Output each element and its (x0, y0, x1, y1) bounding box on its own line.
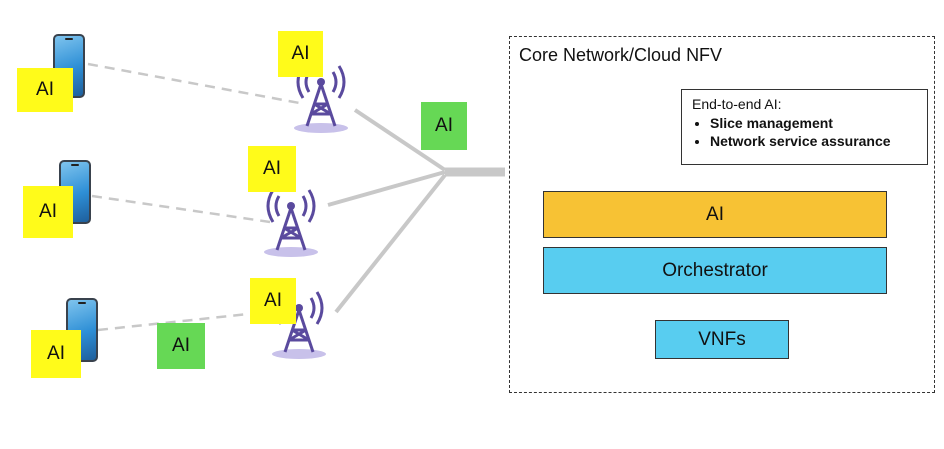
end-to-end-heading: End-to-end AI: (692, 96, 782, 112)
ai-note-tower-2: AI (248, 146, 296, 192)
ai-note-phone-3: AI (31, 330, 81, 378)
orchestrator-layer: Orchestrator (543, 247, 887, 294)
cell-tower-icon (294, 65, 348, 133)
end-to-end-item: Network service assurance (710, 133, 917, 149)
end-to-end-item: Slice management (710, 115, 917, 131)
tower3-backhaul (334, 173, 447, 314)
core-network-box (509, 36, 935, 393)
vnfs-layer: VNFs (655, 320, 789, 359)
ai-note-tower-1: AI (278, 31, 323, 77)
ai-note-link: AI (157, 323, 205, 369)
ai-note-tower-3: AI (250, 278, 296, 324)
ai-note-edge: AI (421, 102, 467, 150)
phone1-tower1-link (87, 62, 306, 106)
end-to-end-ai-box: End-to-end AI: Slice management Network … (681, 89, 928, 165)
ai-note-phone-2: AI (23, 186, 73, 238)
core-network-title: Core Network/Cloud NFV (519, 45, 723, 65)
ai-layer: AI (543, 191, 887, 238)
tower1-backhaul (353, 108, 447, 172)
ai-note-phone-1: AI (17, 68, 73, 112)
tower2-backhaul (327, 170, 446, 207)
cell-tower-icon (264, 189, 318, 257)
phone2-tower2-link (91, 194, 271, 224)
end-to-end-list: Slice management Network service assuran… (692, 115, 917, 149)
